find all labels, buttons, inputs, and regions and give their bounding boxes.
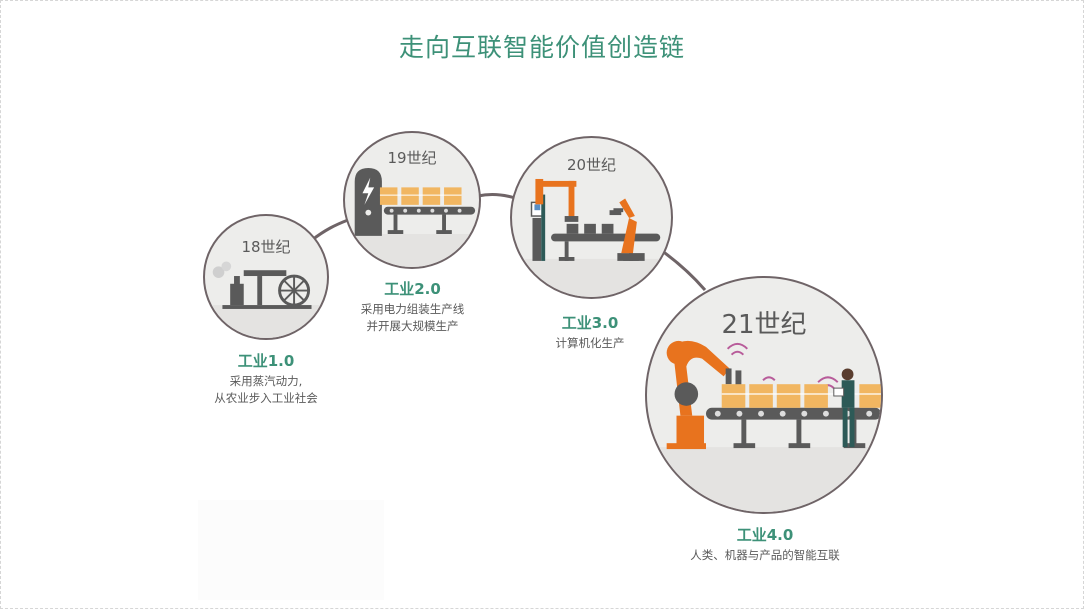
stage-3-desc-line1: 计算机化生产 xyxy=(555,336,625,350)
stage-4-desc: 人类、机器与产品的智能互联 xyxy=(660,547,870,564)
stage-2-century: 19世纪 xyxy=(387,149,437,167)
robotic-arm-icon xyxy=(512,178,671,297)
stage-2-era: 工业2.0 xyxy=(384,280,441,298)
stage-2-desc: 采用电力组装生产线 并开展大规模生产 xyxy=(340,301,485,335)
steam-engine-icon xyxy=(205,261,327,338)
stage-1-desc-line1: 采用蒸汽动力, xyxy=(229,374,303,388)
stage-4-circle: 21世纪 xyxy=(645,276,883,514)
smart-factory-icon xyxy=(647,340,881,512)
stage-1-century: 18世纪 xyxy=(241,238,291,256)
stage-1-label: 工业1.0 采用蒸汽动力, 从农业步入工业社会 xyxy=(196,350,336,407)
stage-1-desc-line2: 从农业步入工业社会 xyxy=(214,391,318,405)
stage-2-label: 工业2.0 采用电力组装生产线 并开展大规模生产 xyxy=(340,278,485,335)
stage-1-circle: 18世纪 xyxy=(203,214,329,340)
assembly-line-icon xyxy=(345,167,479,267)
stage-1-era: 工业1.0 xyxy=(237,352,295,370)
stage-2-desc-line1: 采用电力组装生产线 xyxy=(360,302,465,316)
stage-4-desc-line1: 人类、机器与产品的智能互联 xyxy=(690,548,840,562)
stage-1-desc: 采用蒸汽动力, 从农业步入工业社会 xyxy=(196,373,336,407)
stage-3-century: 20世纪 xyxy=(566,156,617,174)
stage-3-era: 工业3.0 xyxy=(561,314,619,332)
stage-4-label: 工业4.0 人类、机器与产品的智能互联 xyxy=(660,524,870,564)
stage-3-circle: 20世纪 xyxy=(510,136,673,299)
blank-panel xyxy=(198,500,384,600)
stage-4-century: 21世纪 xyxy=(721,310,807,340)
stage-3-desc: 计算机化生产 xyxy=(520,335,660,352)
stage-3-label: 工业3.0 计算机化生产 xyxy=(520,312,660,352)
stage-4-era: 工业4.0 xyxy=(736,526,794,544)
page-title: 走向互联智能价值创造链 xyxy=(398,33,685,62)
stage-2-desc-line2: 并开展大规模生产 xyxy=(366,319,459,333)
stage-2-circle: 19世纪 xyxy=(343,131,481,269)
